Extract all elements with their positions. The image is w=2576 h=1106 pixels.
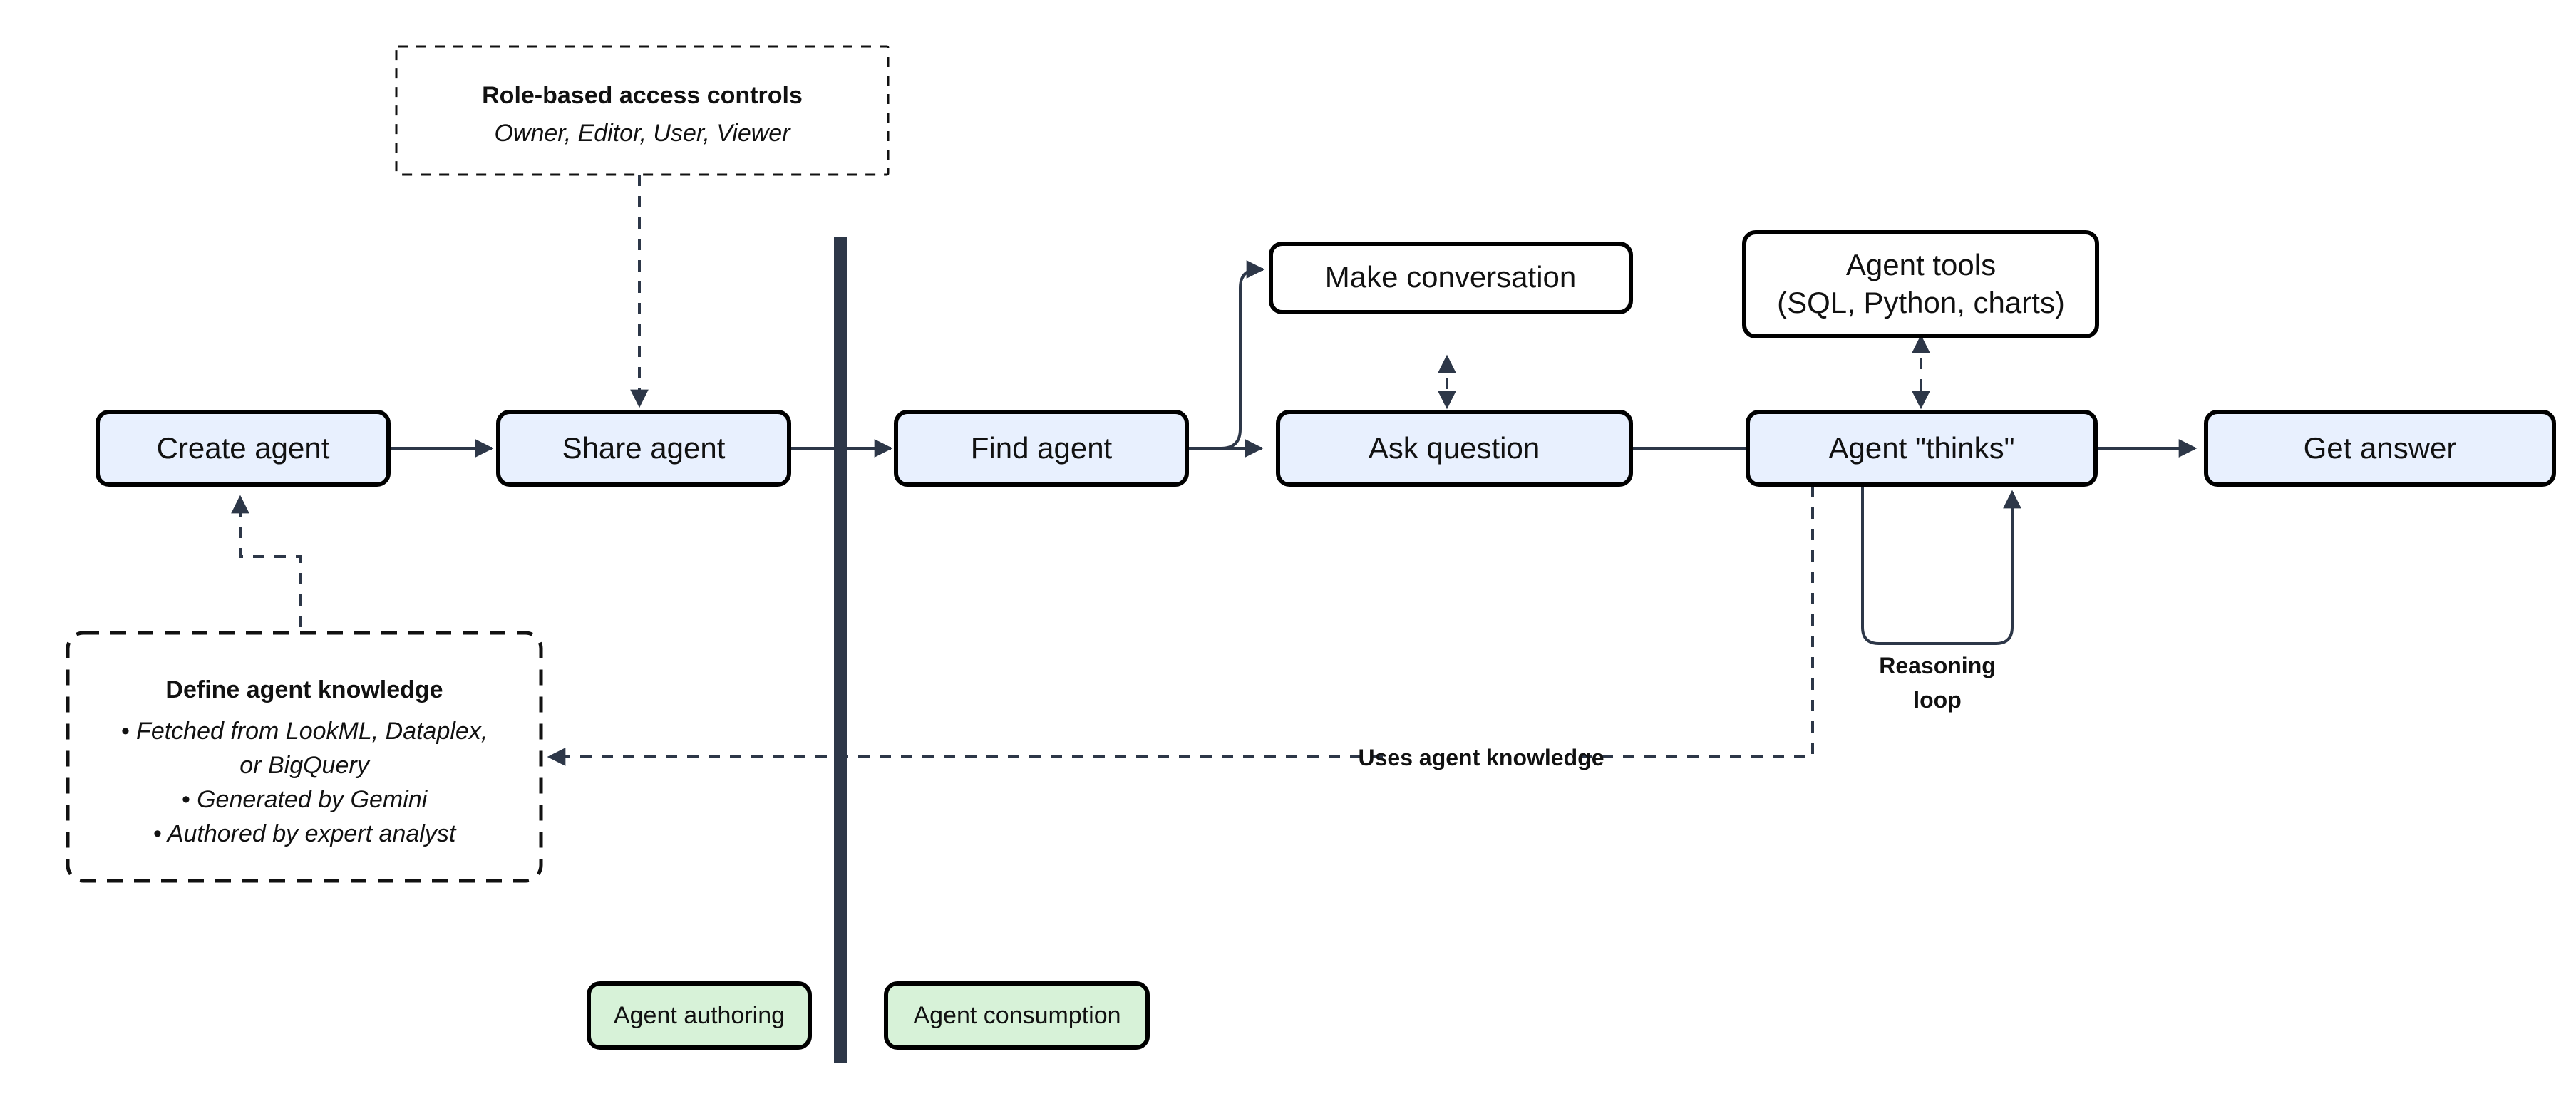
node-ask-question-label: Ask question: [1369, 431, 1540, 465]
note-knowledge-bullet-2: • Generated by Gemini: [182, 786, 428, 813]
note-agent-knowledge: Define agent knowledge • Fetched from Lo…: [66, 631, 543, 883]
node-share-agent[interactable]: Share agent: [496, 410, 791, 487]
node-get-answer[interactable]: Get answer: [2204, 410, 2556, 487]
legend-agent-consumption-label: Agent consumption: [913, 1002, 1120, 1029]
node-make-conversation-label: Make conversation: [1325, 260, 1577, 294]
edge-reasoning-loop: [1861, 486, 2021, 645]
node-find-agent[interactable]: Find agent: [894, 410, 1189, 487]
edge-knowledge-to-create-agent: [231, 495, 302, 627]
node-create-agent[interactable]: Create agent: [96, 410, 391, 487]
note-rbac-title: Role-based access controls: [482, 82, 803, 109]
node-make-conversation[interactable]: Make conversation: [1269, 242, 1633, 314]
node-agent-tools-label-line1: Agent tools: [1846, 248, 1996, 281]
note-rbac-subtitle: Owner, Editor, User, Viewer: [494, 120, 791, 147]
uses-agent-knowledge-label: Uses agent knowledge: [1359, 745, 1604, 770]
note-knowledge-bullet-3: • Authored by expert analyst: [153, 820, 457, 847]
note-knowledge-bullet-1: or BigQuery: [239, 752, 370, 779]
node-agent-tools-label-line2: (SQL, Python, charts): [1777, 286, 2065, 319]
node-agent-thinks-label: Agent "thinks": [1829, 431, 2015, 465]
legend-agent-authoring-label: Agent authoring: [614, 1002, 785, 1029]
node-create-agent-label: Create agent: [157, 431, 330, 465]
edge-uses-agent-knowledge-right: [1579, 486, 1814, 758]
reasoning-loop-label-line2: loop: [1913, 687, 1962, 713]
node-agent-thinks[interactable]: Agent "thinks": [1746, 410, 2098, 487]
edge-find-to-make-conversation: [1187, 260, 1265, 450]
legend-agent-consumption[interactable]: Agent consumption: [884, 981, 1150, 1050]
node-share-agent-label: Share agent: [562, 431, 726, 465]
section-divider: [834, 237, 847, 1063]
reasoning-loop-label-line1: Reasoning: [1879, 653, 1996, 678]
node-get-answer-label: Get answer: [2304, 431, 2457, 465]
node-ask-question[interactable]: Ask question: [1276, 410, 1633, 487]
node-agent-tools[interactable]: Agent tools (SQL, Python, charts): [1742, 230, 2099, 338]
node-find-agent-label: Find agent: [971, 431, 1113, 465]
note-rbac: Role-based access controls Owner, Editor…: [395, 45, 890, 176]
note-knowledge-title: Define agent knowledge: [165, 676, 443, 703]
legend-agent-authoring[interactable]: Agent authoring: [587, 981, 812, 1050]
note-knowledge-bullet-0: • Fetched from LookML, Dataplex,: [121, 718, 488, 745]
